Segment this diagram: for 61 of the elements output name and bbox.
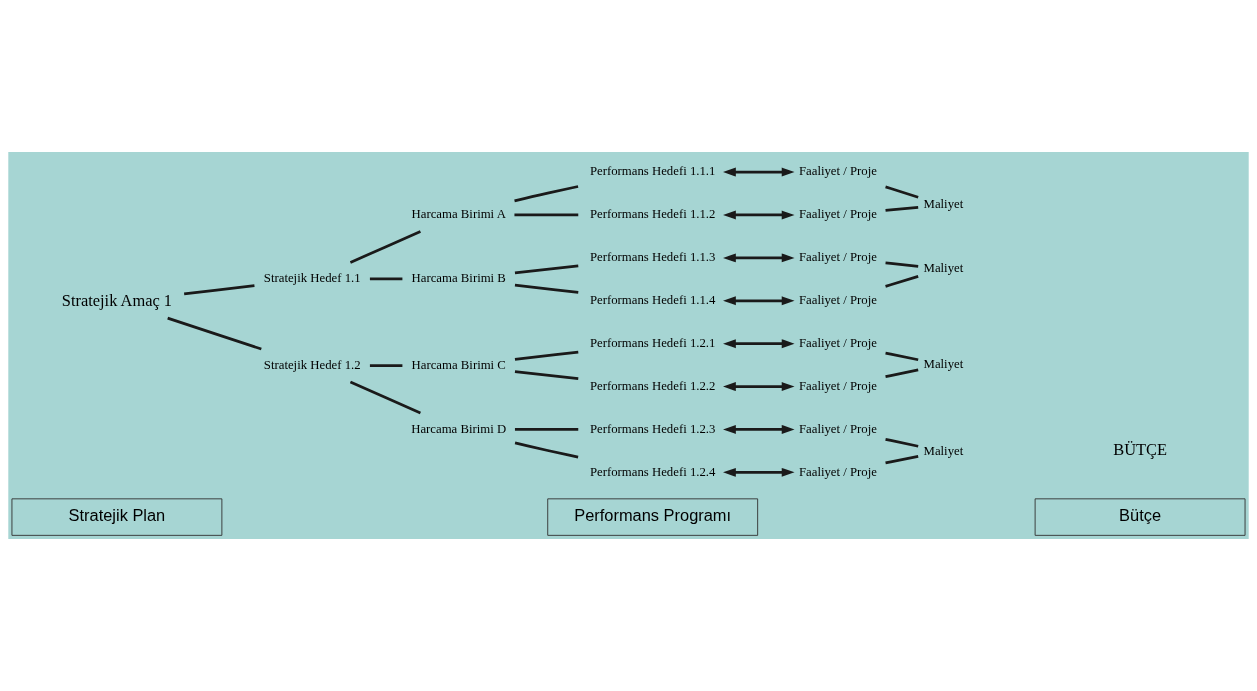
connector bbox=[183, 284, 255, 296]
connector bbox=[885, 275, 919, 288]
connector bbox=[514, 441, 579, 459]
node-text: Stratejik Amaç 1 bbox=[61, 290, 173, 310]
arrow bbox=[723, 253, 795, 263]
connector bbox=[369, 277, 403, 281]
node-text: Performans Hedefi 1.2.1 bbox=[589, 336, 716, 351]
node-text: Performans Hedefi 1.1.2 bbox=[589, 207, 716, 222]
node-text: Performans Hedefi 1.1.1 bbox=[589, 164, 716, 179]
connector bbox=[885, 185, 919, 199]
node-text: Harcama Birimi B bbox=[411, 271, 506, 286]
connector bbox=[514, 370, 579, 380]
arrow bbox=[723, 167, 795, 177]
connector bbox=[514, 185, 579, 203]
connector bbox=[885, 438, 919, 448]
connector bbox=[885, 261, 919, 268]
connector bbox=[349, 380, 421, 415]
arrow bbox=[723, 210, 795, 220]
connector bbox=[885, 368, 919, 379]
connector bbox=[885, 454, 919, 465]
node-text: Faaliyet / Proje bbox=[798, 250, 877, 265]
node-text: Faaliyet / Proje bbox=[798, 164, 877, 179]
connector bbox=[514, 264, 579, 275]
connector bbox=[885, 351, 919, 362]
node-text: Faaliyet / Proje bbox=[798, 421, 877, 436]
node-text: Performans Hedefi 1.1.3 bbox=[589, 250, 716, 265]
node-text: Maliyet bbox=[923, 261, 964, 276]
arrow bbox=[723, 296, 795, 306]
node-text: Faaliyet / Proje bbox=[798, 336, 877, 351]
node-text: Stratejik Hedef 1.1 bbox=[263, 271, 361, 286]
connector bbox=[349, 230, 421, 264]
node-text: Harcama Birimi D bbox=[411, 421, 507, 436]
arrow bbox=[723, 467, 795, 477]
connector bbox=[167, 316, 262, 351]
node-text: Performans Hedefi 1.2.3 bbox=[589, 421, 716, 436]
node-text: Harcama Birimi C bbox=[411, 357, 506, 372]
connector bbox=[514, 283, 579, 294]
node-text: Maliyet bbox=[923, 443, 964, 458]
connector bbox=[885, 205, 919, 212]
node-text: Faaliyet / Proje bbox=[798, 464, 877, 479]
node-text: Performans Hedefi 1.2.2 bbox=[589, 378, 716, 393]
node-text: Performans Hedefi 1.2.4 bbox=[589, 464, 716, 479]
connector bbox=[369, 364, 403, 367]
arrow bbox=[723, 425, 795, 434]
connector bbox=[514, 428, 579, 431]
node-text: BÜTÇE bbox=[1113, 440, 1167, 460]
connector bbox=[514, 350, 579, 361]
node-box: Performans Programı bbox=[547, 498, 759, 536]
connector bbox=[514, 213, 579, 217]
node-text: Faaliyet / Proje bbox=[798, 293, 877, 308]
arrow bbox=[723, 339, 795, 349]
node-box: Bütçe bbox=[1034, 498, 1246, 536]
node-text: Harcama Birimi A bbox=[411, 207, 506, 222]
node-text: Maliyet bbox=[923, 197, 964, 212]
arrow bbox=[723, 382, 795, 392]
node-box: Stratejik Plan bbox=[11, 498, 223, 536]
node-text: Faaliyet / Proje bbox=[798, 207, 877, 222]
node-text: Faaliyet / Proje bbox=[798, 378, 877, 393]
node-text: Maliyet bbox=[923, 357, 964, 372]
node-text: Performans Hedefi 1.1.4 bbox=[589, 293, 716, 308]
node-text: Stratejik Hedef 1.2 bbox=[263, 357, 361, 372]
